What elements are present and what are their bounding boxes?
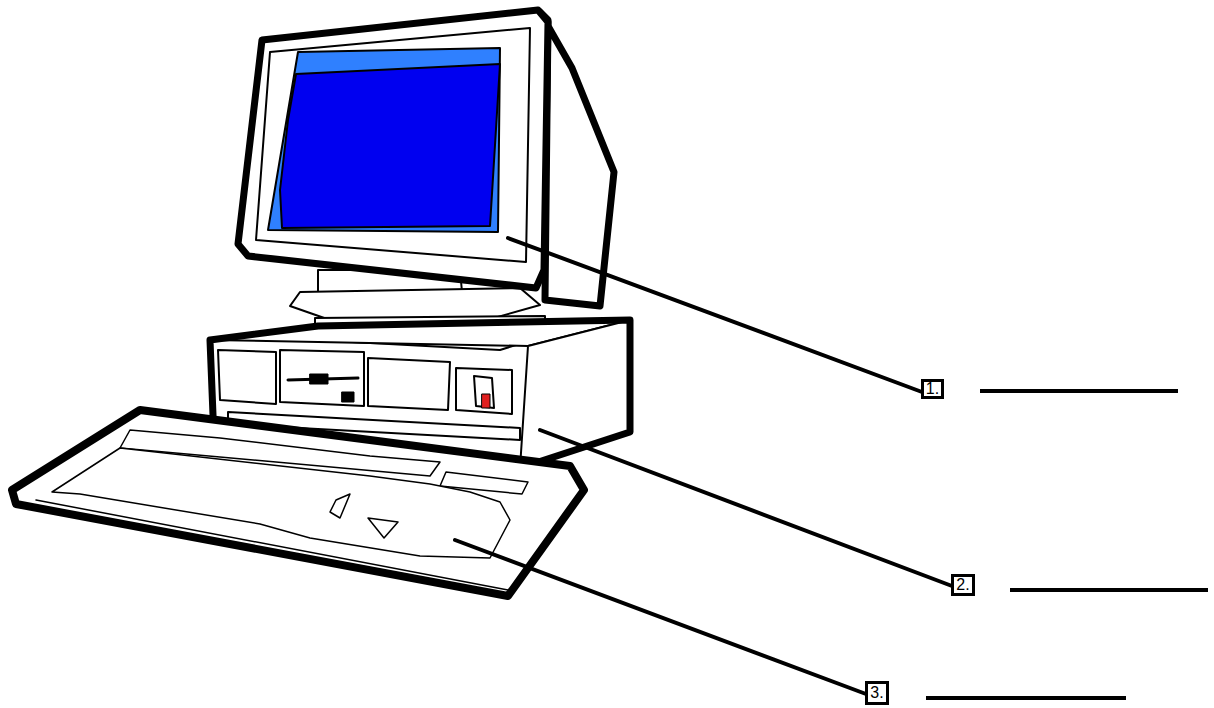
callout-box: 3. <box>865 681 889 705</box>
case-side <box>520 320 630 468</box>
answer-line <box>1010 588 1208 592</box>
arrow-key <box>330 494 350 518</box>
answer-line <box>926 696 1126 700</box>
callout-box: 2. <box>951 574 975 596</box>
main-keys <box>52 448 510 558</box>
power-switch <box>482 394 490 408</box>
floppy-latch <box>310 374 328 384</box>
drive-bay <box>218 350 276 404</box>
screen <box>280 64 500 228</box>
leader-line <box>540 430 952 586</box>
arrow-key <box>368 518 398 538</box>
callout-box: 1. <box>921 379 944 399</box>
callout-number: 2. <box>956 577 969 593</box>
keyboard <box>12 410 584 596</box>
floppy-button <box>342 392 354 402</box>
monitor-bezel <box>238 10 548 288</box>
callout-number: 1. <box>926 381 939 397</box>
leader-line <box>455 540 866 694</box>
screen-frame <box>268 48 500 232</box>
answer-line <box>980 389 1178 393</box>
power-switch-frame <box>474 376 494 408</box>
leader-line <box>508 238 922 392</box>
callout-number: 3. <box>870 685 883 701</box>
power-panel <box>456 368 512 414</box>
monitor-inner-bezel <box>256 28 530 262</box>
drive-bay <box>368 358 450 410</box>
floppy-drive <box>280 350 364 406</box>
keyboard-edge <box>36 500 508 590</box>
